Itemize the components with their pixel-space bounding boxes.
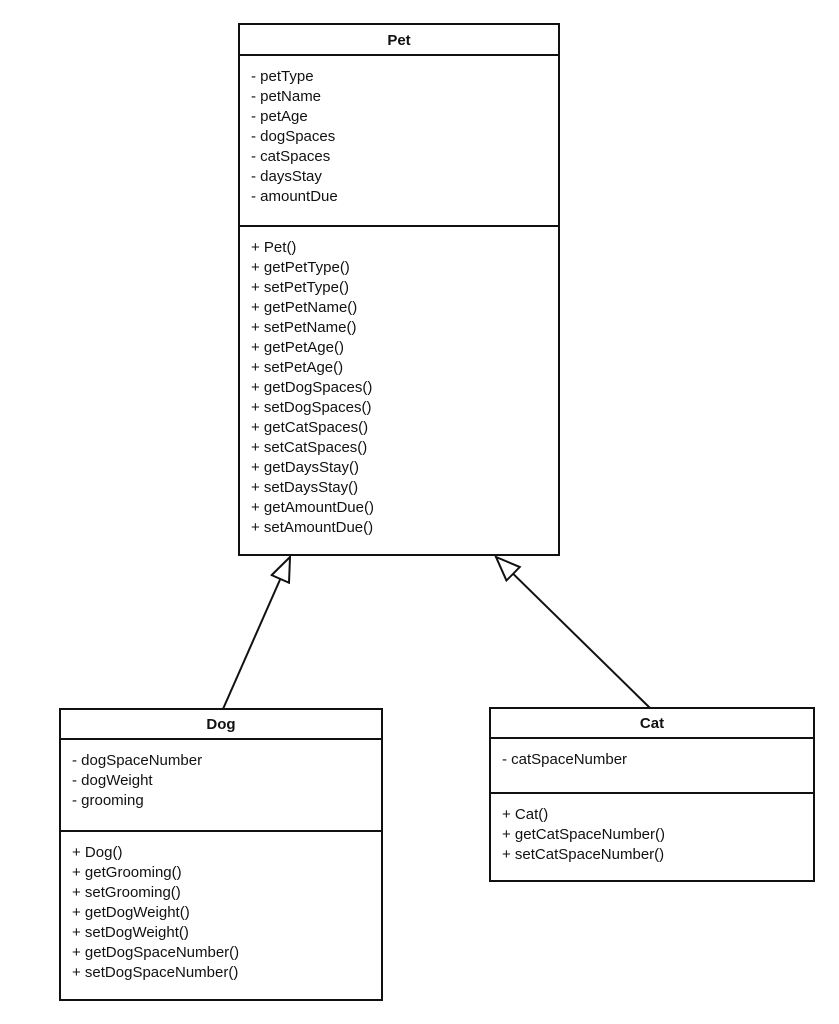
methods-section-dog: + Dog() + getGrooming() + setGrooming() + g… [61,830,381,995]
method-item: + getDogSpaces() [251,379,373,396]
method-item: + setCatSpaces() [251,439,368,456]
attribute-item: - dogWeight [72,772,153,789]
attributes-section-pet: - petType - petName - petAge - dogSpaces - c… [240,56,558,225]
method-item: + setPetName() [251,319,357,336]
attribute-item: - daysStay [251,168,322,185]
method-item: + setPetType() [251,279,349,296]
attribute-item: - amountDue [251,188,338,205]
attribute-item: - catSpaceNumber [502,751,628,768]
inheritance-arrow-cat-to-pet [496,557,651,709]
method-item: + getCatSpaceNumber() [502,826,665,843]
method-item: + getDogWeight() [72,904,190,921]
attribute-item: - petAge [251,108,308,125]
methods-section-cat: + Cat() + getCatSpaceNumber() + setCatSpac… [491,792,813,876]
method-item: + Pet() [251,239,297,256]
attribute-item: - dogSpaces [251,128,336,145]
attributes-section-cat: - catSpaceNumber [491,739,813,792]
method-item: + setPetAge() [251,359,344,376]
method-item: + setDogSpaceNumber() [72,964,239,981]
method-item: + getDogSpaceNumber() [72,944,240,961]
class-name-cat: Cat [491,709,813,739]
method-item: + getPetType() [251,259,350,276]
method-item: + getPetAge() [251,339,344,356]
method-item: + getGrooming() [72,864,182,881]
method-item: + Cat() [502,806,549,823]
method-item: + Dog() [72,844,123,861]
attribute-item: - catSpaces [251,148,331,165]
class-name-pet: Pet [240,25,558,56]
attribute-item: - grooming [72,792,144,809]
method-item: + setCatSpaceNumber() [502,846,665,863]
class-box-pet: Pet - petType - petName - petAge - dogSpace… [238,23,560,556]
class-box-cat: Cat - catSpaceNumber + Cat() + getCatSpac… [489,707,815,882]
method-item: + setDaysStay() [251,479,359,496]
class-box-dog: Dog - dogSpaceNumber - dogWeight - groomin… [59,708,383,1001]
method-item: + setDogSpaces() [251,399,372,416]
class-name-dog: Dog [61,710,381,740]
attributes-section-dog: - dogSpaceNumber - dogWeight - grooming [61,740,381,830]
method-item: + getPetName() [251,299,358,316]
method-item: + setDogWeight() [72,924,189,941]
attribute-item: - petName [251,88,322,105]
methods-section-pet: + Pet() + getPetType() + setPetType() + get… [240,225,558,550]
inheritance-arrow-dog-to-pet [222,557,290,710]
method-item: + setGrooming() [72,884,181,901]
attribute-item: - dogSpaceNumber [72,752,203,769]
method-item: + getCatSpaces() [251,419,369,436]
method-item: + setAmountDue() [251,519,374,536]
attribute-item: - petType [251,68,314,85]
method-item: + getDaysStay() [251,459,359,476]
method-item: + getAmountDue() [251,499,374,516]
